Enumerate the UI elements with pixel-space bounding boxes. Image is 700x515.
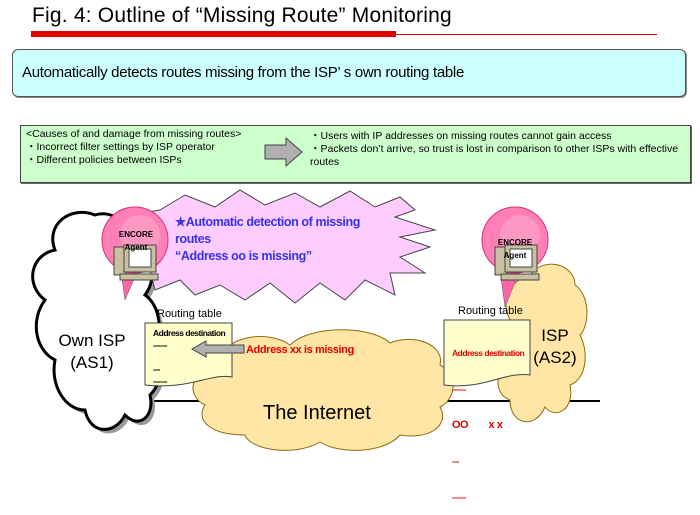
summary-box (12, 49, 686, 97)
table-row: OO x x (452, 419, 503, 431)
table-header: Address destination (153, 328, 226, 338)
title-underline-thick (31, 31, 396, 37)
detection-text: ★Automatic detection of missing routes “… (175, 214, 360, 265)
table-row (153, 351, 225, 363)
table-row: --- (452, 456, 460, 466)
agent-brand: ENCORE (118, 230, 154, 239)
causes-box (20, 125, 691, 183)
detection-line: ★Automatic detection of missing (175, 215, 360, 229)
network-diagram (31, 189, 600, 451)
agent-2-label: ENCORE Agent (495, 236, 535, 262)
damage-item: ・Packets don’t arrive, so trust is lost … (310, 143, 679, 168)
table-row: ------ (452, 492, 466, 502)
table-row: ------ (452, 384, 466, 394)
table-row: ------ (153, 376, 167, 386)
internet-cloud (192, 329, 454, 451)
figure-title: Fig. 4: Outline of “Missing Route” Monit… (32, 4, 452, 27)
agent-1-label: ENCORE Agent (116, 228, 156, 254)
causes-list: <Causes of and damage from missing route… (26, 128, 241, 167)
own-isp-label: Own ISP (AS1) (52, 330, 132, 374)
detection-line: routes (175, 232, 211, 246)
missing-notice: Address xx is missing (246, 344, 354, 356)
table-header: Address destination (452, 348, 525, 358)
isp-as: (AS1) (70, 353, 114, 372)
agent-2-icon (481, 206, 549, 308)
isp-as: (AS2) (533, 348, 577, 367)
cause-item: ・Different policies between ISPs (26, 154, 182, 166)
agent-label: Agent (124, 243, 148, 252)
agent-label: Agent (503, 251, 527, 260)
damage-item: ・Users with IP addresses on missing rout… (310, 130, 612, 142)
arrow-right-icon (264, 137, 303, 167)
damage-list: ・Users with IP addresses on missing rout… (310, 130, 690, 169)
internet-label: The Internet (263, 402, 371, 424)
other-routing-table-doc (443, 319, 531, 387)
own-routing-table: Address destination ------ --- ------ (153, 327, 226, 387)
isp-name: Own ISP (58, 331, 126, 350)
detection-line: “Address oo is missing” (175, 249, 312, 263)
table-row: ------ (153, 340, 167, 350)
agent-1-icon (101, 206, 169, 301)
own-routing-table-title: Routing table (157, 308, 222, 320)
other-isp-label: ISP (AS2) (525, 325, 585, 369)
isp-name: ISP (541, 326, 569, 345)
causes-heading: <Causes of and damage from missing route… (26, 128, 242, 140)
own-routing-table-doc (144, 322, 233, 387)
summary-text: Automatically detects routes missing fro… (22, 64, 464, 81)
cause-item: ・Incorrect filter settings by ISP operat… (26, 141, 215, 153)
other-routing-table: Address destination ------ OO x x --- --… (452, 323, 525, 515)
agent-brand: ENCORE (497, 238, 533, 247)
table-row: --- (153, 364, 161, 374)
other-routing-table-title: Routing table (458, 305, 523, 317)
arrow-left-icon (190, 340, 245, 358)
